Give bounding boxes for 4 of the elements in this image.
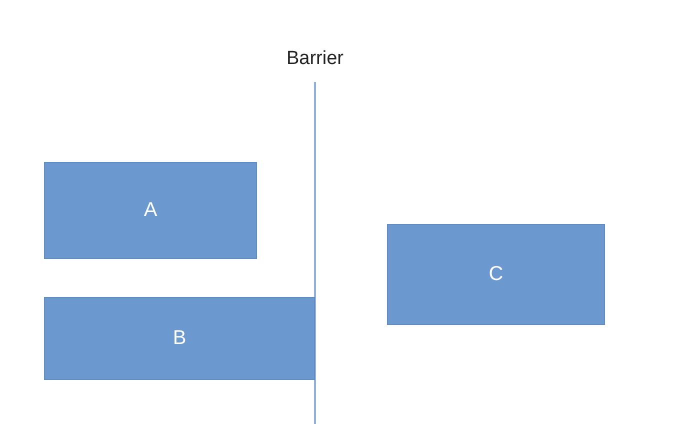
process-box: C: [387, 224, 605, 325]
process-box: A: [44, 162, 257, 259]
process-box: B: [44, 297, 315, 380]
barrier-label: Barrier: [285, 48, 344, 70]
